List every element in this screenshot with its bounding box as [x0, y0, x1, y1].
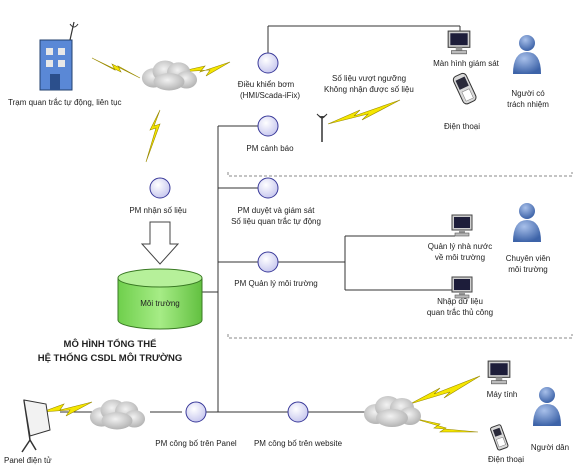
pm-review-label-2: Số liệu quan trắc tự động: [231, 217, 321, 226]
responsible-label-2: trách nhiệm: [507, 100, 549, 109]
computer-icon: [487, 360, 511, 385]
pm-review-label-1: PM duyệt và giám sát: [238, 206, 316, 215]
node-pm-alert[interactable]: [257, 115, 279, 137]
lightning-cloud-phone: [411, 417, 479, 433]
manual-entry-label-2: quan trắc thủ công: [427, 308, 493, 317]
mobile-phone-icon-public: [490, 424, 509, 451]
antenna-icon: [316, 113, 328, 142]
phone-public-label: Điện thoại: [488, 455, 524, 464]
person-icon-responsible: [513, 35, 541, 74]
cloud-panel: [89, 399, 146, 430]
state-mgmt-label-2: về môi trường: [435, 253, 485, 262]
cloud-web: [364, 396, 421, 427]
node-pm-web[interactable]: [287, 401, 309, 423]
manual-entry-label-1: Nhập dữ liệu: [437, 297, 483, 306]
wireless-links: [41, 57, 481, 433]
person-icon-expert: [513, 203, 541, 242]
phone-alert-label: Điện thoại: [444, 122, 480, 131]
monitor-screen-label: Màn hình giám sát: [433, 59, 500, 68]
group-divider-bottom: [227, 334, 573, 339]
database-cylinder[interactable]: [117, 268, 203, 330]
lightning-cloud-computer: [409, 375, 481, 405]
lightning-cloud-receive: [145, 109, 161, 163]
node-pm-panel[interactable]: [185, 401, 207, 423]
cloud-top: [141, 60, 198, 91]
node-pm-manage[interactable]: [257, 251, 279, 273]
node-pump-control[interactable]: [257, 52, 279, 74]
pm-panel-label: PM công bố trên Panel: [155, 439, 237, 448]
responsible-label-1: Người có: [511, 89, 545, 98]
citizen-label: Người dân: [531, 443, 569, 452]
alert-message-line2: Không nhận được số liệu: [324, 85, 414, 94]
group-divider-top: [227, 172, 573, 177]
monitor-icon-manual: [451, 276, 473, 299]
lightning-cloud-pump: [177, 61, 231, 77]
pm-receive-label: PM nhận số liệu: [129, 206, 186, 215]
diagram-title-line1: MÔ HÌNH TỔNG THỂ: [64, 338, 157, 350]
lightning-alert-phone: [327, 99, 401, 125]
lightning-panel-cloud: [41, 401, 93, 417]
arrow-to-database: [140, 221, 180, 265]
person-icon-citizen: [533, 387, 561, 426]
pm-alert-label: PM cảnh báo: [246, 144, 294, 153]
pump-control-label-1: Điều khiển bơm: [238, 80, 295, 89]
pm-web-label: PM công bố trên website: [254, 439, 343, 448]
monitor-icon-state: [451, 214, 473, 237]
node-pm-receive[interactable]: [149, 177, 171, 199]
electronic-panel-icon: [21, 399, 51, 453]
computer-label: Máy tính: [487, 390, 518, 399]
station-building-icon: [39, 21, 79, 91]
node-pm-review[interactable]: [257, 177, 279, 199]
expert-label-2: môi trường: [508, 265, 548, 274]
mobile-phone-icon-alert: [452, 72, 477, 105]
state-mgmt-label-1: Quản lý nhà nước: [428, 242, 492, 251]
database-label: Môi trường: [140, 299, 180, 308]
station-label: Trạm quan trắc tự động, liên tục: [8, 98, 122, 107]
lightning-station-cloud: [91, 57, 141, 79]
diagram-title-line2: HỆ THỐNG CSDL MÔI TRƯỜNG: [38, 352, 183, 364]
pm-manage-label: PM Quản lý môi trường: [234, 279, 318, 288]
pump-control-label-2: (HMI/Scada-iFix): [240, 91, 300, 100]
panel-label: Panel điện tử: [4, 456, 52, 465]
alert-message-line1: Số liệu vượt ngưỡng: [332, 74, 406, 83]
expert-label-1: Chuyên viên: [506, 254, 550, 263]
monitor-icon-screen: [447, 30, 471, 55]
